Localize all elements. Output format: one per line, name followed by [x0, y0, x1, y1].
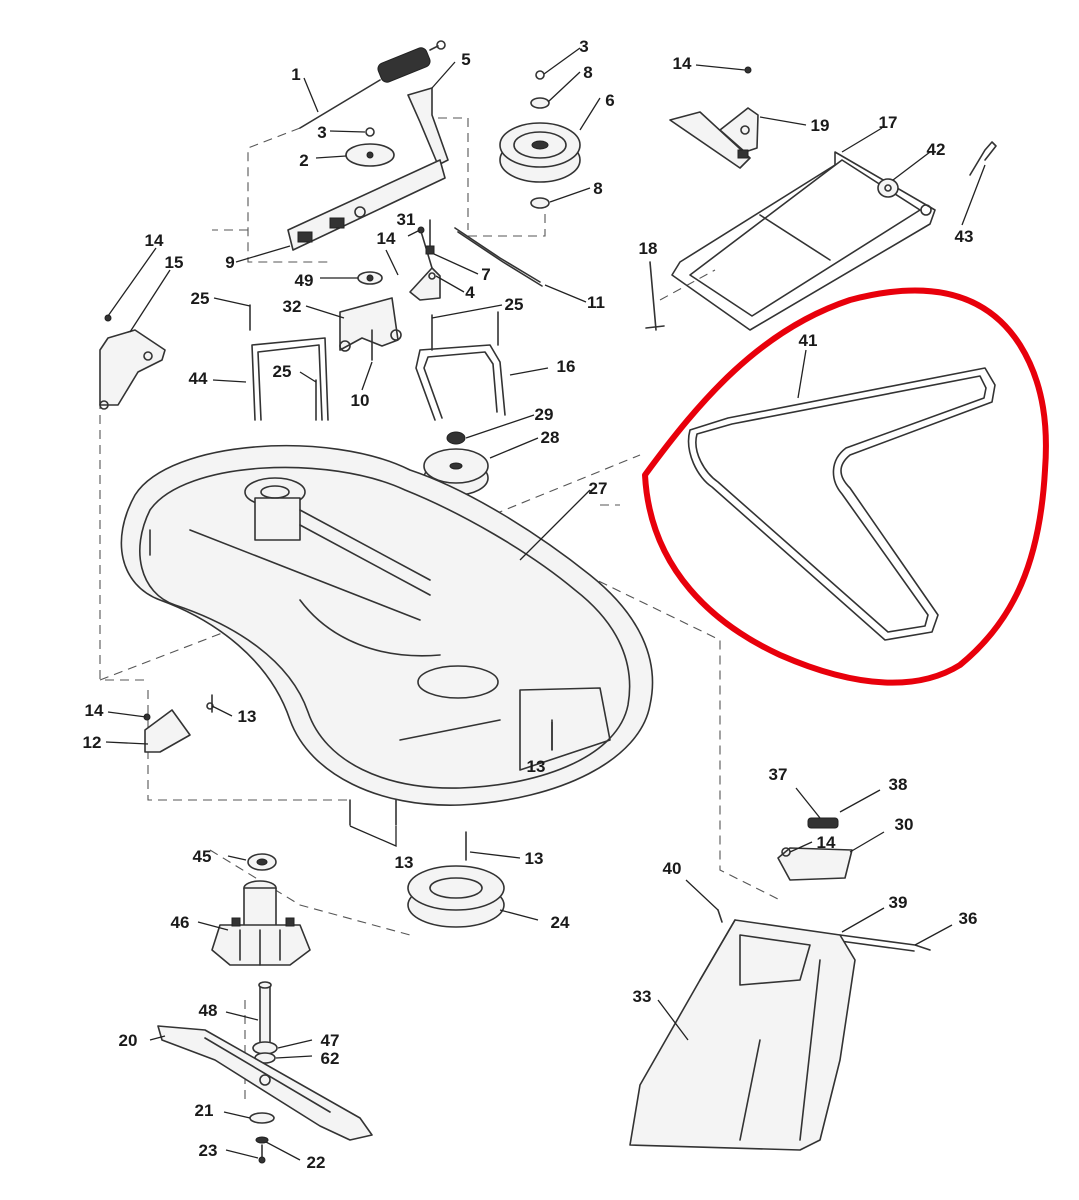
- callout-11: 11: [587, 293, 605, 312]
- disc-part-2: [345, 143, 395, 167]
- callout-1: 1: [291, 65, 300, 84]
- callout-8: 8: [583, 63, 592, 82]
- bracket-part-19: [669, 66, 759, 169]
- callout-40: 40: [663, 859, 682, 878]
- pin-part-40: [717, 909, 723, 923]
- pin-part-43: [969, 141, 997, 176]
- callout-44: 44: [189, 369, 208, 388]
- washer-part-42: [877, 178, 899, 198]
- callout-41: 41: [799, 331, 818, 350]
- callout-22: 22: [307, 1153, 326, 1172]
- callout-12: 12: [83, 733, 102, 752]
- callout-42: 42: [927, 140, 946, 159]
- callout-6: 6: [605, 91, 614, 110]
- rod-part-16: [415, 344, 506, 421]
- mower-deck-part-27: [120, 444, 654, 806]
- ring-part-24: [407, 865, 505, 928]
- chute-bracket-part-30: [777, 847, 853, 881]
- bracket-part-12: [143, 702, 214, 753]
- washer-part-21: [249, 1112, 275, 1124]
- rod-part-36: [839, 934, 931, 952]
- callout-37: 37: [769, 765, 788, 784]
- bolt-part-3: [365, 127, 375, 137]
- callout-36: 36: [959, 909, 978, 928]
- callout-3: 3: [317, 123, 326, 142]
- callout-9: 9: [225, 253, 234, 272]
- spring-part-1: [299, 40, 446, 129]
- callout-31: 31: [397, 210, 416, 229]
- callout-16: 16: [557, 357, 576, 376]
- callout-30: 30: [895, 815, 914, 834]
- callout-24: 24: [551, 913, 570, 932]
- callout-62: 62: [321, 1049, 340, 1068]
- callout-14: 14: [817, 833, 836, 852]
- callout-29: 29: [535, 405, 554, 424]
- callout-13: 13: [525, 849, 544, 868]
- bolt-part-7: [425, 219, 435, 255]
- shaft-part-48: [258, 981, 272, 1046]
- callout-14: 14: [145, 231, 164, 250]
- callout-48: 48: [199, 1001, 218, 1020]
- callout-49: 49: [295, 271, 314, 290]
- bracket-plate-part-9: [287, 159, 446, 251]
- callout-13: 13: [395, 853, 414, 872]
- nut-part-29: [446, 431, 466, 445]
- leader-lines: [105, 47, 986, 1161]
- lever-arm-part-5: [407, 87, 449, 166]
- callout-14: 14: [85, 701, 104, 720]
- rod-part-44: [251, 337, 329, 421]
- spring-part-38: [807, 817, 839, 829]
- callout-47: 47: [321, 1031, 340, 1050]
- spindle-housing-part-46: [211, 880, 311, 966]
- callout-15: 15: [165, 253, 184, 272]
- callout-18: 18: [639, 239, 658, 258]
- pulley-part-6: [499, 70, 581, 209]
- callout-17: 17: [879, 113, 898, 132]
- callout-46: 46: [171, 913, 190, 932]
- callout-4: 4: [465, 283, 475, 302]
- discharge-chute-part-33: [629, 919, 856, 1151]
- callout-38: 38: [889, 775, 908, 794]
- callout-43: 43: [955, 227, 974, 246]
- spacer-part-49: [357, 271, 383, 285]
- callout-39: 39: [889, 893, 908, 912]
- callout-8: 8: [593, 179, 602, 198]
- callout-13: 13: [238, 707, 257, 726]
- callout-3: 3: [579, 37, 588, 56]
- blade-part-20: [157, 1025, 373, 1141]
- bolt-part-23: [258, 1144, 266, 1164]
- callout-33: 33: [633, 987, 652, 1006]
- bracket-part-4: [409, 267, 441, 301]
- highlight-circle: [642, 287, 1049, 686]
- callout-25: 25: [273, 362, 292, 381]
- callout-20: 20: [119, 1031, 138, 1050]
- bracket-part-32: [339, 297, 402, 352]
- callout-13: 13: [527, 757, 546, 776]
- callout-21: 21: [195, 1101, 214, 1120]
- callout-labels: 1 2 3 3 4 5 6 7 8 8 9 10 11 12 13 13 13 …: [83, 37, 978, 1172]
- callout-23: 23: [199, 1141, 218, 1160]
- callout-2: 2: [299, 151, 308, 170]
- callout-7: 7: [481, 265, 490, 284]
- bolt-part-25: [249, 304, 499, 421]
- callout-27: 27: [589, 479, 608, 498]
- washer-part-45: [247, 853, 277, 871]
- callout-5: 5: [461, 50, 470, 69]
- callout-25: 25: [191, 289, 210, 308]
- callout-45: 45: [193, 847, 212, 866]
- callout-10: 10: [351, 391, 370, 410]
- callout-32: 32: [283, 297, 302, 316]
- cable-part-11: [454, 227, 543, 287]
- callout-19: 19: [811, 116, 830, 135]
- callout-25: 25: [505, 295, 524, 314]
- callout-14: 14: [377, 229, 396, 248]
- v-belt-part-41: [687, 367, 996, 641]
- callout-28: 28: [541, 428, 560, 447]
- pin-part-18: [645, 261, 665, 331]
- bolt-part-22: [255, 1136, 269, 1144]
- callout-14: 14: [673, 54, 692, 73]
